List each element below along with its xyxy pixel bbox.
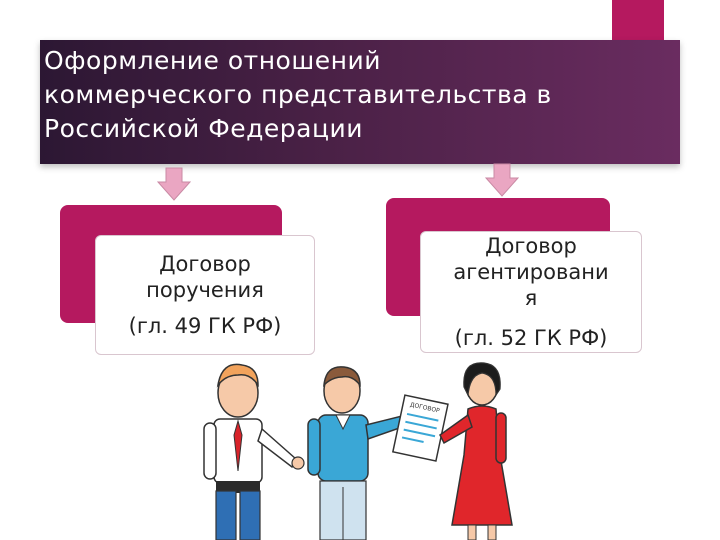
contract-document-icon: ДОГОВОР	[391, 394, 449, 462]
card-reference: (гл. 52 ГК РФ)	[454, 326, 608, 350]
card-title-line: Договор	[159, 252, 251, 276]
contract-card-commission: Договор поручения (гл. 49 ГК РФ)	[95, 235, 315, 355]
card-title-line: я	[524, 286, 538, 310]
down-arrow-icon	[484, 163, 520, 197]
down-arrow-icon	[156, 167, 192, 201]
title-band	[40, 40, 680, 164]
woman-in-red-dress-figure	[439, 362, 513, 540]
card-title-line: поручения	[146, 278, 264, 302]
title-line: Оформление отношений	[44, 46, 381, 75]
title-line: коммерческого представительства в	[44, 80, 552, 109]
slide-title: Оформление отношений коммерческого предс…	[44, 44, 604, 146]
man-in-sweater-figure	[307, 366, 409, 540]
contract-card-agency: Договор агентировани я (гл. 52 ГК РФ)	[420, 231, 642, 353]
card-reference: (гл. 49 ГК РФ)	[128, 314, 282, 338]
man-with-tie-figure	[203, 363, 305, 540]
title-line: Российской Федерации	[44, 114, 363, 143]
card-title-line: агентировани	[453, 260, 609, 284]
business-people-illustration: ДОГОВОР	[203, 362, 513, 540]
card-title-line: Договор	[485, 234, 577, 258]
